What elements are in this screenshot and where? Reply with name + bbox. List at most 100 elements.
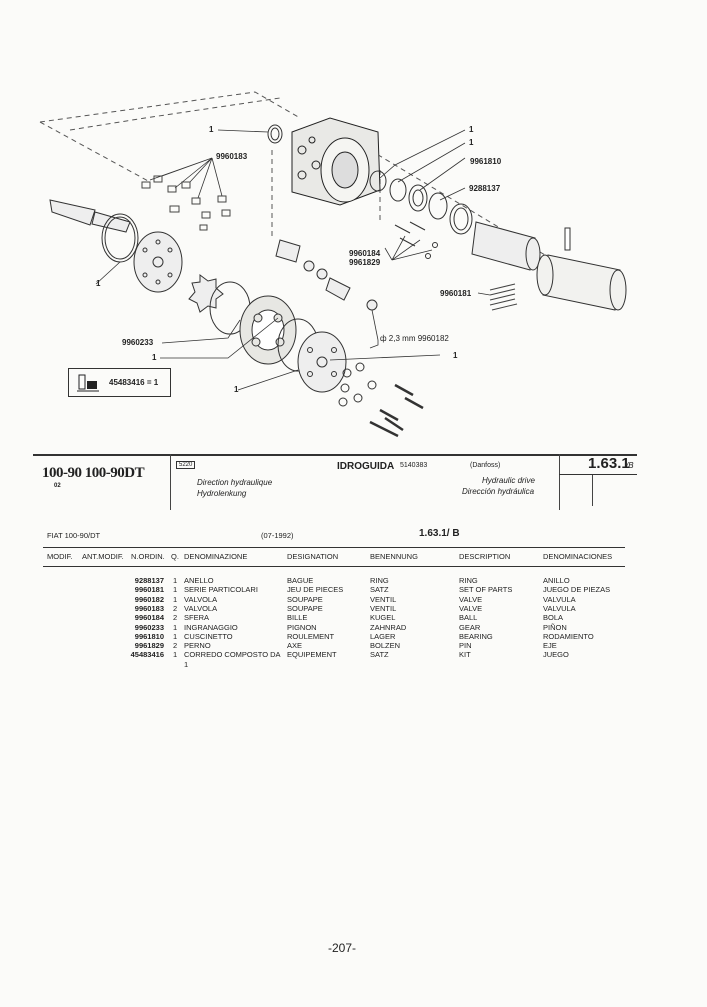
cell-es: BOLA xyxy=(543,613,564,623)
cell-en: SET OF PARTS xyxy=(459,585,513,595)
cell-fr: PIGNON xyxy=(287,622,317,632)
cell-fr: BILLE xyxy=(287,613,308,623)
valve-body xyxy=(291,117,381,206)
model-sub: 02 xyxy=(54,483,61,489)
leader-lines xyxy=(95,129,491,391)
cell-ord: 9961810 xyxy=(134,631,164,641)
callout-label: 9961829 xyxy=(349,258,381,267)
cell-en: BALL xyxy=(459,613,478,623)
header-description: DESCRIPTION xyxy=(459,552,511,561)
cell-it: CUSCINETTO xyxy=(184,631,233,641)
cell-es: RODAMIENTO xyxy=(543,631,594,641)
callout-label: 9960181 xyxy=(440,289,472,298)
header-modif: MODIF. xyxy=(47,552,73,561)
cell-fr: ROULEMENT xyxy=(287,631,335,641)
cell-en: VALVE xyxy=(459,603,483,613)
table-row: 1 xyxy=(0,660,707,669)
callout-label: 1 xyxy=(96,279,101,288)
exploded-parts-diagram xyxy=(39,91,627,438)
title-italian: IDROGUIDA xyxy=(337,461,395,472)
kit-icon xyxy=(77,374,99,392)
guide-line xyxy=(39,91,301,123)
callout-label: 9288137 xyxy=(469,184,501,193)
cell-ord: 9288137 xyxy=(134,576,164,585)
cell-de: KUGEL xyxy=(370,613,396,623)
check-valve-stack xyxy=(275,239,378,311)
cell-es: JUEGO xyxy=(543,650,569,660)
cell-q: 1 xyxy=(173,650,178,660)
title-english: Hydraulic drive xyxy=(482,476,535,485)
header-designation: DESIGNATION xyxy=(287,552,339,561)
maker: (Danfoss) xyxy=(470,462,501,469)
cell-q: 1 xyxy=(173,576,178,585)
cell-q: 2 xyxy=(173,603,178,613)
cell-q: 2 xyxy=(173,613,178,623)
cell-ord: 9960181 xyxy=(134,585,164,595)
cell-q: 1 xyxy=(173,585,178,595)
header-denominaciones: DENOMINACIONES xyxy=(543,552,613,561)
spring-set xyxy=(489,283,518,311)
cell-en: KIT xyxy=(459,650,471,660)
cell-en: BEARING xyxy=(459,631,493,641)
callout-label: 9960233 xyxy=(122,338,154,347)
cell-it: CORREDO COMPOSTO DA xyxy=(184,650,281,660)
reference-suffix: /B xyxy=(626,461,634,470)
cell-en: PIN xyxy=(459,641,472,651)
divider xyxy=(592,474,593,506)
reference-number: 1.63.1 xyxy=(588,455,630,472)
kit-box xyxy=(68,368,171,397)
guide-line xyxy=(369,149,621,301)
cell-ord: 9960233 xyxy=(134,622,164,632)
model-title: 100-90 100-90DT xyxy=(42,465,145,481)
list-model: FIAT 100-90/DT xyxy=(47,531,101,540)
cell-it: VALVOLA xyxy=(184,603,218,613)
washers xyxy=(338,362,377,407)
cell-es: JUEGO DE PIEZAS xyxy=(543,585,611,595)
title-french: Direction hydraulique xyxy=(197,478,273,487)
cell-es: PIÑON xyxy=(543,622,567,632)
cell-q: 2 xyxy=(173,641,178,651)
cell-es: VALVULA xyxy=(543,603,576,613)
guide-line xyxy=(69,97,281,131)
cell-en: VALVE xyxy=(459,594,483,604)
cell-it: 1 xyxy=(184,659,189,669)
distributor-plate xyxy=(133,231,183,293)
header-benennung: BENENNUNG xyxy=(370,552,418,561)
cell-de: LAGER xyxy=(370,631,396,641)
gear-rotor-set xyxy=(239,295,297,365)
callout-label: 1 xyxy=(209,125,214,134)
cell-es: EJE xyxy=(543,641,557,651)
bearing-part xyxy=(408,184,428,212)
cell-fr: EQUIPEMENT xyxy=(287,650,337,660)
cell-ord: 9960182 xyxy=(134,594,164,604)
guide-line xyxy=(39,121,151,183)
cell-q: 1 xyxy=(173,622,178,632)
end-cover xyxy=(297,331,347,393)
header-qty: Q. xyxy=(171,552,179,561)
ring-part xyxy=(267,124,283,144)
title-german: Hydrolenkung xyxy=(197,489,247,498)
section-code: 5220 xyxy=(176,461,196,469)
callout-label: 9961810 xyxy=(470,157,502,166)
list-reference: 1.63.1/ B xyxy=(419,528,460,539)
cell-en: GEAR xyxy=(459,622,481,632)
cell-it: INGRANAGGIO xyxy=(184,622,238,632)
cell-fr: AXE xyxy=(287,641,303,651)
header-ant-modif: ANT.MODIF. xyxy=(82,552,124,561)
cell-de: RING xyxy=(370,576,389,585)
cell-ord: 45483416 xyxy=(130,650,164,660)
part-number: 5140383 xyxy=(400,462,428,469)
callout-label: 1 xyxy=(453,351,458,360)
cell-fr: SOUPAPE xyxy=(287,603,323,613)
cell-ord: 9960183 xyxy=(134,603,164,613)
header-ordin: N.ORDIN. xyxy=(131,552,165,561)
cell-it: SERIE PARTICOLARI xyxy=(184,585,258,595)
cell-fr: BAGUE xyxy=(287,576,314,585)
cell-en: RING xyxy=(459,576,478,585)
cell-de: SATZ xyxy=(370,650,389,660)
